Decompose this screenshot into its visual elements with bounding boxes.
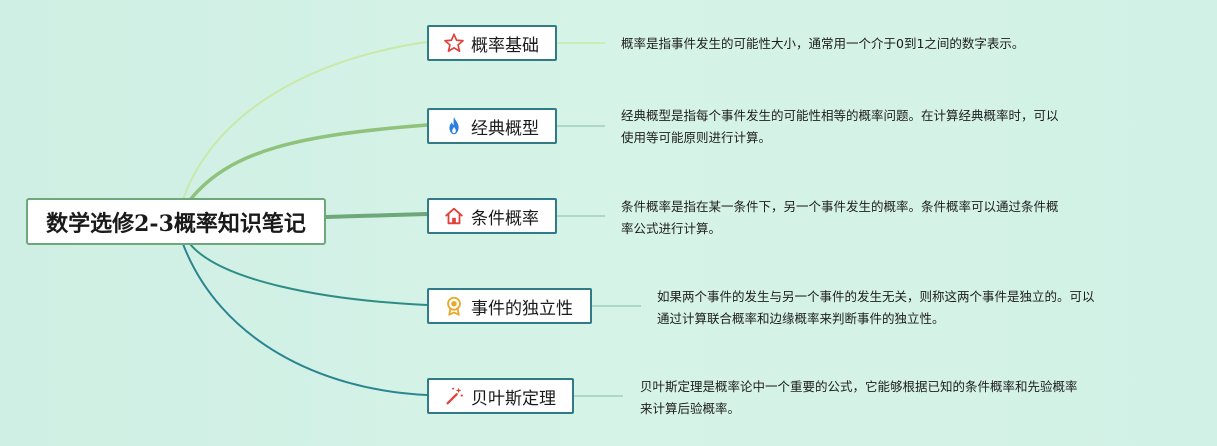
topic-label: 概率基础 <box>471 35 539 56</box>
topic-conditional-probability[interactable]: 条件概率 <box>427 198 557 234</box>
description-line: 使用等可能原则进行计算。 <box>621 130 772 145</box>
medal-icon <box>443 295 465 317</box>
description-line: 如果两个事件的发生与另一个事件的发生无关，则称这两个事件是独立的。可以 <box>657 289 1095 304</box>
description-line: 率公式进行计算。 <box>621 221 722 236</box>
flame-icon <box>443 115 465 137</box>
description-line: 贝叶斯定理是概率论中一个重要的公式，它能够根据已知的条件概率和先验概率 <box>640 379 1078 394</box>
topic-description: 如果两个事件的发生与另一个事件的发生无关，则称这两个事件是独立的。可以 通过计算… <box>657 286 1095 330</box>
branch-line-2 <box>188 123 428 202</box>
star-outline-icon <box>443 32 465 54</box>
topic-bayes-theorem[interactable]: 贝叶斯定理 <box>427 378 574 414</box>
topic-label: 贝叶斯定理 <box>471 388 556 409</box>
topic-probability-basics[interactable]: 概率基础 <box>427 25 557 61</box>
description-line: 概率是指事件发生的可能性大小，通常用一个介于0到1之间的数字表示。 <box>621 36 1025 51</box>
house-icon <box>443 205 465 227</box>
topic-description: 条件概率是指在某一条件下，另一个事件发生的概率。条件概率可以通过条件概 率公式进… <box>621 196 1059 240</box>
topic-description: 贝叶斯定理是概率论中一个重要的公式，它能够根据已知的条件概率和先验概率 来计算后… <box>640 376 1078 420</box>
branch-line-1 <box>182 41 428 201</box>
root-topic[interactable]: 数学选修2-3概率知识笔记 <box>26 198 326 245</box>
root-title: 数学选修2-3概率知识笔记 <box>46 210 306 237</box>
branch-line-5 <box>182 243 428 396</box>
branch-line-4 <box>189 243 428 306</box>
topic-classical-model[interactable]: 经典概型 <box>427 108 557 144</box>
magic-wand-icon <box>443 385 465 407</box>
topic-label: 条件概率 <box>471 208 539 229</box>
description-line: 条件概率是指在某一条件下，另一个事件发生的概率。条件概率可以通过条件概 <box>621 199 1059 214</box>
topic-event-independence[interactable]: 事件的独立性 <box>427 288 592 324</box>
branch-line-3 <box>325 212 428 219</box>
topic-label: 经典概型 <box>471 118 539 139</box>
topic-description: 经典概型是指每个事件发生的可能性相等的概率问题。在计算经典概率时，可以 使用等可… <box>621 105 1059 149</box>
description-line: 通过计算联合概率和边缘概率来判断事件的独立性。 <box>657 311 945 326</box>
topic-description: 概率是指事件发生的可能性大小，通常用一个介于0到1之间的数字表示。 <box>621 33 1024 55</box>
description-line: 来计算后验概率。 <box>640 401 741 416</box>
description-line: 经典概型是指每个事件发生的可能性相等的概率问题。在计算经典概率时，可以 <box>621 108 1059 123</box>
topic-label: 事件的独立性 <box>471 298 573 319</box>
